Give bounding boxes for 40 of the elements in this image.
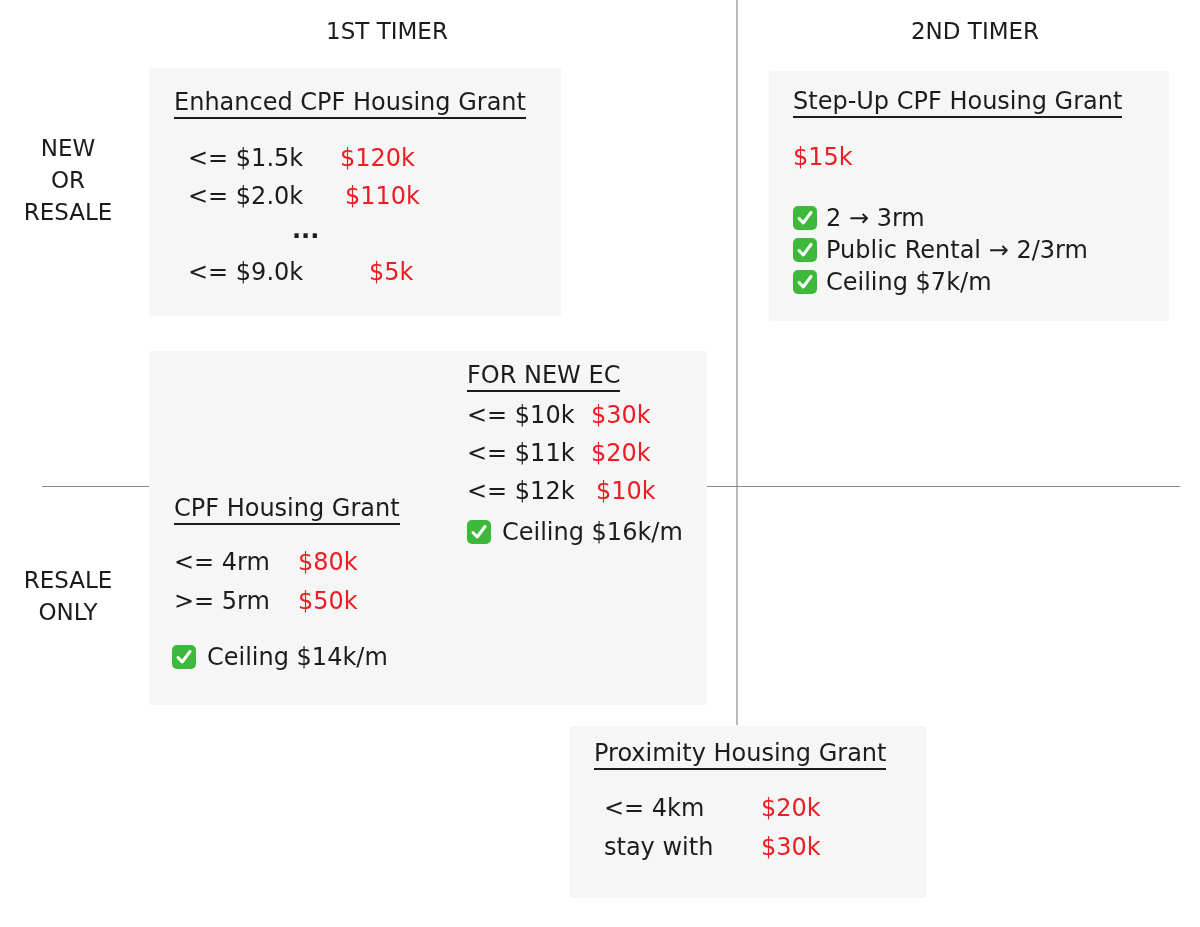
grant-amount: $20k <box>591 439 651 467</box>
grant-amount: $110k <box>345 182 420 210</box>
grant-amount: $50k <box>298 587 358 615</box>
condition-text: <= $1.5k <box>188 144 304 172</box>
panel-heading: Step-Up CPF Housing Grant <box>793 87 1123 118</box>
grant-panel <box>149 351 707 705</box>
grant-amount: $10k <box>596 477 656 505</box>
criteria-text: Ceiling $14k/m <box>207 643 388 671</box>
column-header: 1ST TIMER <box>326 17 448 46</box>
condition-text: <= 4rm <box>174 548 270 576</box>
condition-text: <= $12k <box>467 477 575 505</box>
criteria-text: Public Rental → 2/3rm <box>826 236 1088 264</box>
grant-amount: $15k <box>793 143 853 171</box>
panel-heading: Proximity Housing Grant <box>594 739 887 770</box>
condition-text: stay with <box>604 833 714 861</box>
ellipsis-text: ... <box>292 216 320 244</box>
condition-text: <= 4km <box>604 794 705 822</box>
grant-panel <box>149 68 561 316</box>
grant-panel <box>570 726 926 898</box>
grant-amount: $30k <box>591 401 651 429</box>
grant-amount: $120k <box>340 144 415 172</box>
panel-heading: FOR NEW EC <box>467 361 621 392</box>
condition-text: <= $10k <box>467 401 575 429</box>
row-header: NEW OR RESALE <box>23 134 113 227</box>
panel-heading: CPF Housing Grant <box>174 494 400 525</box>
condition-text: <= $2.0k <box>188 182 304 210</box>
criteria-text: Ceiling $16k/m <box>502 518 683 546</box>
condition-text: <= $9.0k <box>188 258 304 286</box>
criteria-text: 2 → 3rm <box>826 204 925 232</box>
grant-amount: $20k <box>761 794 821 822</box>
row-header: RESALE ONLY <box>23 566 113 627</box>
grant-panel <box>769 71 1169 321</box>
grant-amount: $5k <box>369 258 414 286</box>
condition-text: >= 5rm <box>174 587 270 615</box>
grant-amount: $30k <box>761 833 821 861</box>
criteria-text: Ceiling $7k/m <box>826 268 992 296</box>
grant-amount: $80k <box>298 548 358 576</box>
condition-text: <= $11k <box>467 439 575 467</box>
column-header: 2ND TIMER <box>910 17 1040 46</box>
panel-heading: Enhanced CPF Housing Grant <box>174 88 526 119</box>
